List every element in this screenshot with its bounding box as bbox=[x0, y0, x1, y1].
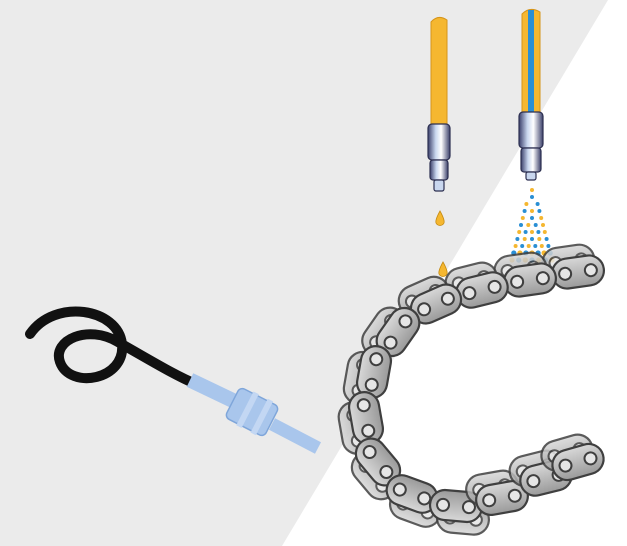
spray-droplet bbox=[539, 244, 544, 248]
spray-droplet bbox=[537, 209, 542, 213]
spray-droplet bbox=[541, 223, 545, 227]
spray-droplet bbox=[526, 244, 531, 248]
spray-droplet bbox=[530, 195, 534, 199]
spray-droplet bbox=[533, 244, 538, 248]
oil-water-nozzle-icon bbox=[518, 8, 544, 181]
spray-droplet bbox=[530, 209, 534, 213]
oil-drop-upper bbox=[435, 210, 445, 226]
spray-droplet bbox=[517, 230, 522, 234]
spray-droplet bbox=[530, 230, 534, 234]
spray-droplet bbox=[524, 202, 529, 206]
spray-droplet bbox=[515, 237, 520, 241]
spray-droplet bbox=[539, 216, 544, 220]
background-grey-region bbox=[0, 0, 608, 546]
spray-droplet bbox=[513, 244, 518, 248]
spray-droplet bbox=[537, 237, 542, 241]
spray-droplet bbox=[544, 237, 549, 241]
spray-droplet bbox=[519, 223, 523, 227]
spray-droplet bbox=[526, 223, 531, 227]
spray-droplet bbox=[523, 230, 528, 234]
oil-nozzle-icon bbox=[427, 16, 451, 192]
spray-droplet bbox=[522, 209, 527, 213]
spray-droplet bbox=[530, 188, 534, 192]
tube-fitting-icon bbox=[25, 306, 322, 454]
spray-droplet bbox=[542, 230, 547, 234]
oil-drop-lower bbox=[438, 261, 448, 277]
spray-droplet bbox=[522, 237, 527, 241]
spray-droplet bbox=[546, 244, 551, 248]
spray-droplet bbox=[536, 230, 541, 234]
spray-droplet bbox=[520, 244, 525, 248]
spray-droplet bbox=[530, 216, 534, 220]
spray-droplet bbox=[520, 216, 525, 220]
spray-droplet bbox=[533, 223, 538, 227]
blue-tube bbox=[186, 373, 240, 409]
blue-tube-outlet bbox=[268, 418, 322, 454]
black-cable bbox=[25, 306, 201, 389]
spray-droplet bbox=[535, 202, 540, 206]
spray-droplet bbox=[530, 237, 534, 241]
